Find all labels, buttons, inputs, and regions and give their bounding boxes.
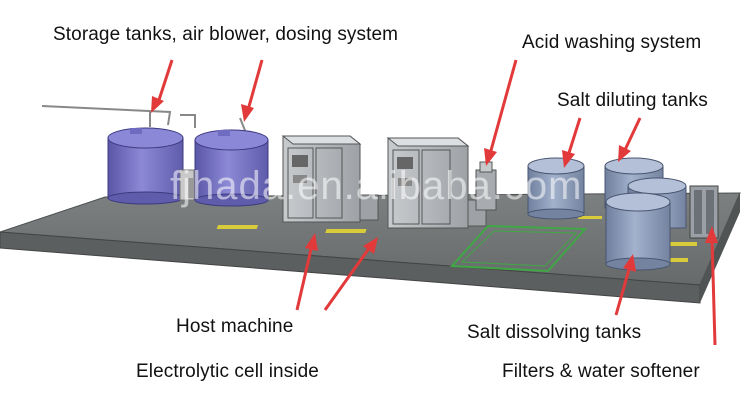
- label-salt-dissolving: Salt dissolving tanks: [467, 322, 642, 343]
- arrow-salt-diluting-1: [562, 117, 582, 168]
- arrow-salt-diluting-2: [618, 117, 642, 162]
- arrow-electrolytic-cell: [323, 237, 378, 311]
- label-host-machine: Host machine: [176, 316, 294, 337]
- storage-tank-2: [194, 129, 269, 207]
- storage-tank-1: [107, 127, 184, 205]
- overhead-pipe: [41, 105, 247, 134]
- salt-dissolving-tank: [605, 192, 671, 271]
- watermark: fjhada.en.alibaba.com: [170, 164, 583, 208]
- host-machine-cabinet-1: [281, 135, 379, 223]
- arrow-host-machine: [295, 233, 318, 311]
- label-electrolytic-cell: Electrolytic cell inside: [136, 361, 319, 382]
- label-storage-tanks: Storage tanks, air blower, dosing system: [53, 24, 399, 45]
- filters-water-softener: [689, 185, 719, 239]
- air-blower-dosing-unit: [179, 169, 195, 201]
- host-machine-cabinet-2: [386, 137, 487, 229]
- arrow-filters-softener: [705, 226, 718, 346]
- arrow-salt-dissolving: [614, 254, 636, 316]
- arrow-storage-tank-2: [241, 59, 264, 122]
- label-acid-washing: Acid washing system: [522, 32, 702, 53]
- arrow-storage-tank-1: [151, 59, 174, 113]
- label-filters-softener: Filters & water softener: [502, 361, 700, 382]
- arrow-acid-washing: [484, 59, 518, 166]
- label-salt-diluting: Salt diluting tanks: [557, 90, 708, 111]
- salt-diluting-tank-1: [527, 157, 585, 220]
